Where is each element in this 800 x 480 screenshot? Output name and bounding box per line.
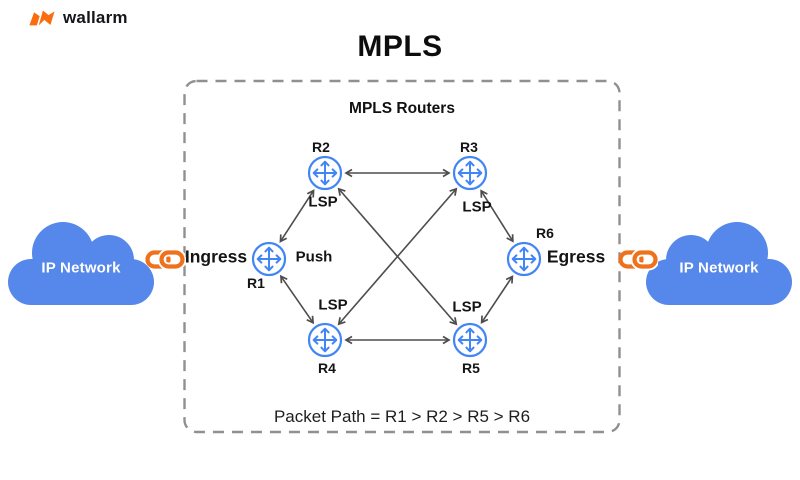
router-label-r5: R5 xyxy=(462,360,480,376)
wallarm-logo-icon xyxy=(29,10,55,26)
router-r4 xyxy=(307,322,343,358)
router-icon xyxy=(452,322,488,358)
router-label-r2: R2 xyxy=(312,139,330,155)
edges-group xyxy=(279,168,514,345)
router-r5 xyxy=(452,322,488,358)
lsp-label: LSP xyxy=(452,298,482,316)
router-icon xyxy=(452,155,488,191)
cloud-label-left: IP Network xyxy=(41,259,121,277)
router-label-r6: R6 xyxy=(536,225,554,241)
router-icon xyxy=(307,155,343,191)
ingress-label: Ingress xyxy=(184,246,248,267)
lsp-label: LSP xyxy=(318,296,348,314)
push-label: Push xyxy=(295,248,333,266)
router-icon xyxy=(307,322,343,358)
router-r3 xyxy=(452,155,488,191)
router-r6 xyxy=(506,241,542,277)
brand-name: wallarm xyxy=(63,7,128,27)
link-icon-right xyxy=(618,248,658,271)
page-title: MPLS xyxy=(357,30,443,63)
edge-r5-r6 xyxy=(480,275,514,324)
lsp-label: LSP xyxy=(462,198,492,216)
mpls-routers-label: MPLS Routers xyxy=(349,100,455,117)
cloud-icon xyxy=(646,222,792,305)
router-r1 xyxy=(251,241,287,277)
router-label-r4: R4 xyxy=(318,360,336,376)
packet-path-label: Packet Path = R1 > R2 > R5 > R6 xyxy=(273,407,531,426)
edge-r3-r4 xyxy=(337,187,458,326)
router-icon xyxy=(506,241,542,277)
ip-network-cloud-left: IP Network xyxy=(6,216,156,306)
router-icon xyxy=(251,241,287,277)
cloud-icon xyxy=(8,222,154,305)
router-r2 xyxy=(307,155,343,191)
router-label-r1: R1 xyxy=(247,275,265,291)
ip-network-cloud-right: IP Network xyxy=(644,216,794,306)
edge-r1-r4 xyxy=(279,274,315,325)
router-label-r3: R3 xyxy=(460,139,478,155)
link-icon-left xyxy=(145,248,185,271)
brand: wallarm xyxy=(28,7,128,28)
edge-r3-r6 xyxy=(480,189,514,243)
egress-label: Egress xyxy=(546,246,606,267)
cloud-label-right: IP Network xyxy=(679,259,759,277)
edge-r1-r2 xyxy=(279,189,315,243)
lsp-label: LSP xyxy=(308,193,338,211)
